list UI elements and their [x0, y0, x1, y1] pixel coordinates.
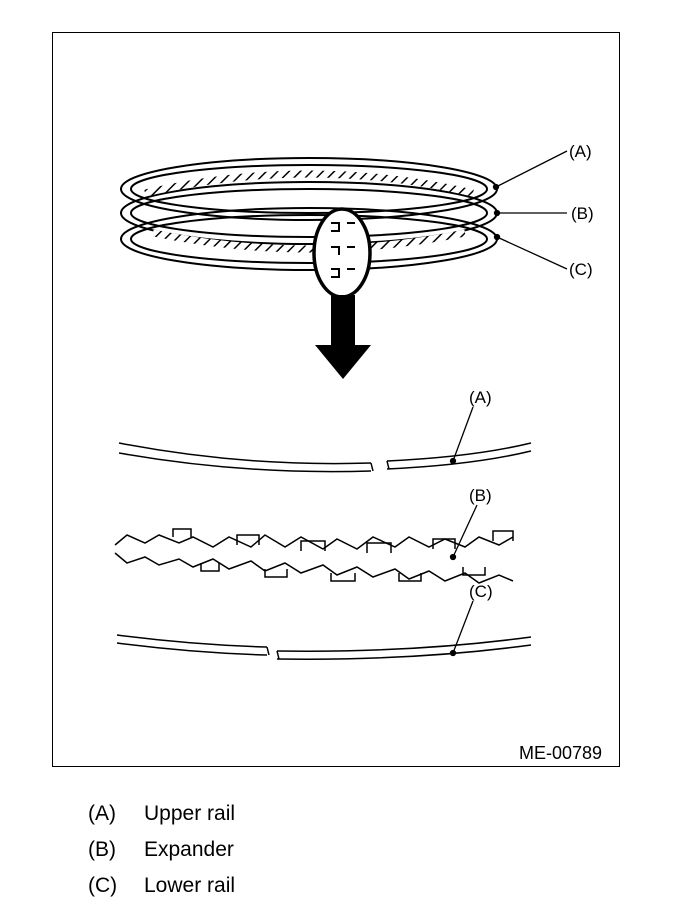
callout-a-top: (A) [569, 142, 592, 161]
callout-b-detail: (B) [469, 486, 492, 505]
legend-item-lower-rail: (C) Lower rail [88, 868, 235, 904]
callout-c-top: (C) [569, 260, 593, 279]
legend-item-upper-rail: (A) Upper rail [88, 796, 235, 832]
legend-text: Lower rail [144, 874, 236, 897]
legend-key: (A) [88, 802, 116, 825]
legend-text: Upper rail [144, 802, 236, 825]
gap-highlight-ellipse [312, 207, 372, 299]
figure-code: ME-00789 [519, 743, 602, 763]
legend: (A) Upper rail (B) Expander (C) Lower ra… [88, 796, 235, 904]
legend-text: Expander [144, 838, 234, 861]
callout-c-detail: (C) [469, 582, 493, 601]
upper-leaders [492, 150, 568, 270]
callout-b-top: (B) [571, 204, 594, 223]
legend-key: (C) [88, 874, 118, 897]
figure-frame: (A) (B) (C) (A) (B) [52, 32, 620, 767]
upper-rail-detail [118, 442, 532, 473]
lower-rail-detail [116, 634, 532, 660]
legend-key: (B) [88, 838, 116, 861]
expander-detail [114, 528, 514, 584]
down-arrow-icon [315, 295, 371, 379]
callout-a-detail: (A) [469, 388, 492, 407]
piston-ring-diagram: (A) (B) (C) (A) (B) [114, 142, 602, 763]
ring-assembly [120, 157, 498, 299]
legend-item-expander: (B) Expander [88, 832, 235, 868]
